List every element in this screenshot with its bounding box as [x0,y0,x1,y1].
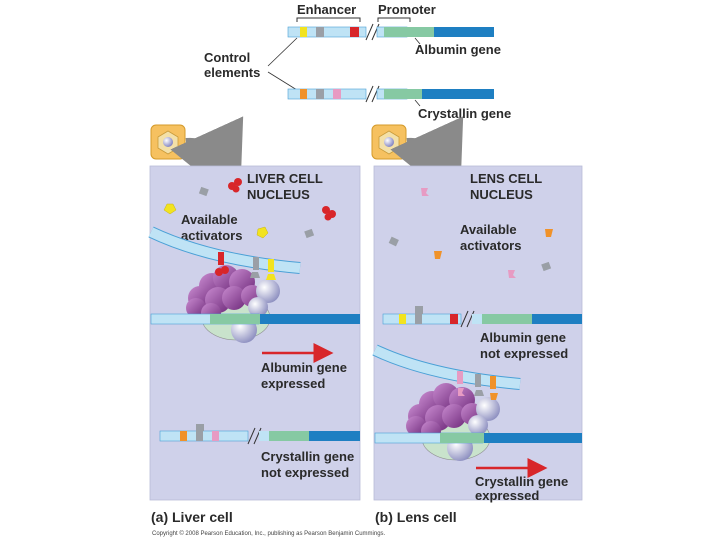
enhancer-label: Enhancer [297,2,356,17]
lens-albumin-status-1: Albumin gene [480,330,566,345]
liver-enhancer-dna-loop [148,226,301,274]
liver-activators-label-1: Available [181,212,238,227]
lens-crystallin-status-2: expressed [475,488,539,503]
liver-free-activators [163,178,336,239]
liver-caption: (a) Liver cell [151,509,233,525]
crystallin-element-orange [300,89,307,99]
enhancer-element-gray [316,27,324,37]
copyright-notice: Copyright © 2008 Pearson Education, Inc.… [152,530,386,537]
liver-activators-label-2: activators [181,228,242,243]
crystallin-element-gray [316,89,324,99]
lens-free-activators [388,188,553,278]
lens-activators-label-2: activators [460,238,521,253]
lens-albumin-dna [382,306,582,328]
lens-activators-label-1: Available [460,222,517,237]
promoter-label: Promoter [378,2,436,17]
top-schematic: Enhancer Promoter Albumin gene Control e… [204,2,511,121]
liver-nucleus-title-1: LIVER CELL [247,171,323,186]
enhancer-bracket [296,17,361,22]
liver-albumin-status-2: expressed [261,376,325,391]
liver-albumin-dna [150,313,360,325]
promoter-bracket [377,17,411,22]
liver-albumin-status-1: Albumin gene [261,360,347,375]
lens-crystallin-status-1: Crystallin gene [475,474,568,489]
control-label-line1: Control [204,50,250,65]
liver-crystallin-status-1: Crystallin gene [261,449,354,464]
enhancer-element-yellow [300,27,307,37]
lens-cell-panel: LENS CELL NUCLEUS Available activators A… [371,116,583,525]
signal-arrow-liver [170,116,244,206]
crystallin-gene-bar [384,89,422,99]
lens-nucleus-title-1: LENS CELL [470,171,542,186]
control-pointer-bottom [267,71,298,91]
liver-cell-panel: LIVER CELL NUCLEUS Available activators [148,116,361,525]
lens-nucleus-title-2: NUCLEUS [470,187,533,202]
signal-arrow-lens [390,116,464,206]
liver-crystallin-status-2: not expressed [261,465,349,480]
control-pointer-top [267,37,298,67]
albumin-dna-top [287,23,494,41]
liver-crystallin-dna [159,424,360,445]
crystallin-dna-top [287,85,494,103]
liver-nucleus-title-2: NUCLEUS [247,187,310,202]
lens-albumin-status-2: not expressed [480,346,568,361]
lens-crystallin-dna [374,432,582,444]
lens-caption: (b) Lens cell [375,509,457,525]
crystallin-gene-label: Crystallin gene [418,106,511,121]
albumin-gene-bar [384,27,434,37]
lens-enhancer-dna-loop [372,344,521,390]
enhancer-element-red [350,27,359,37]
control-label-line2: elements [204,65,260,80]
crystallin-element-pink [333,89,341,99]
albumin-gene-label: Albumin gene [415,42,501,57]
